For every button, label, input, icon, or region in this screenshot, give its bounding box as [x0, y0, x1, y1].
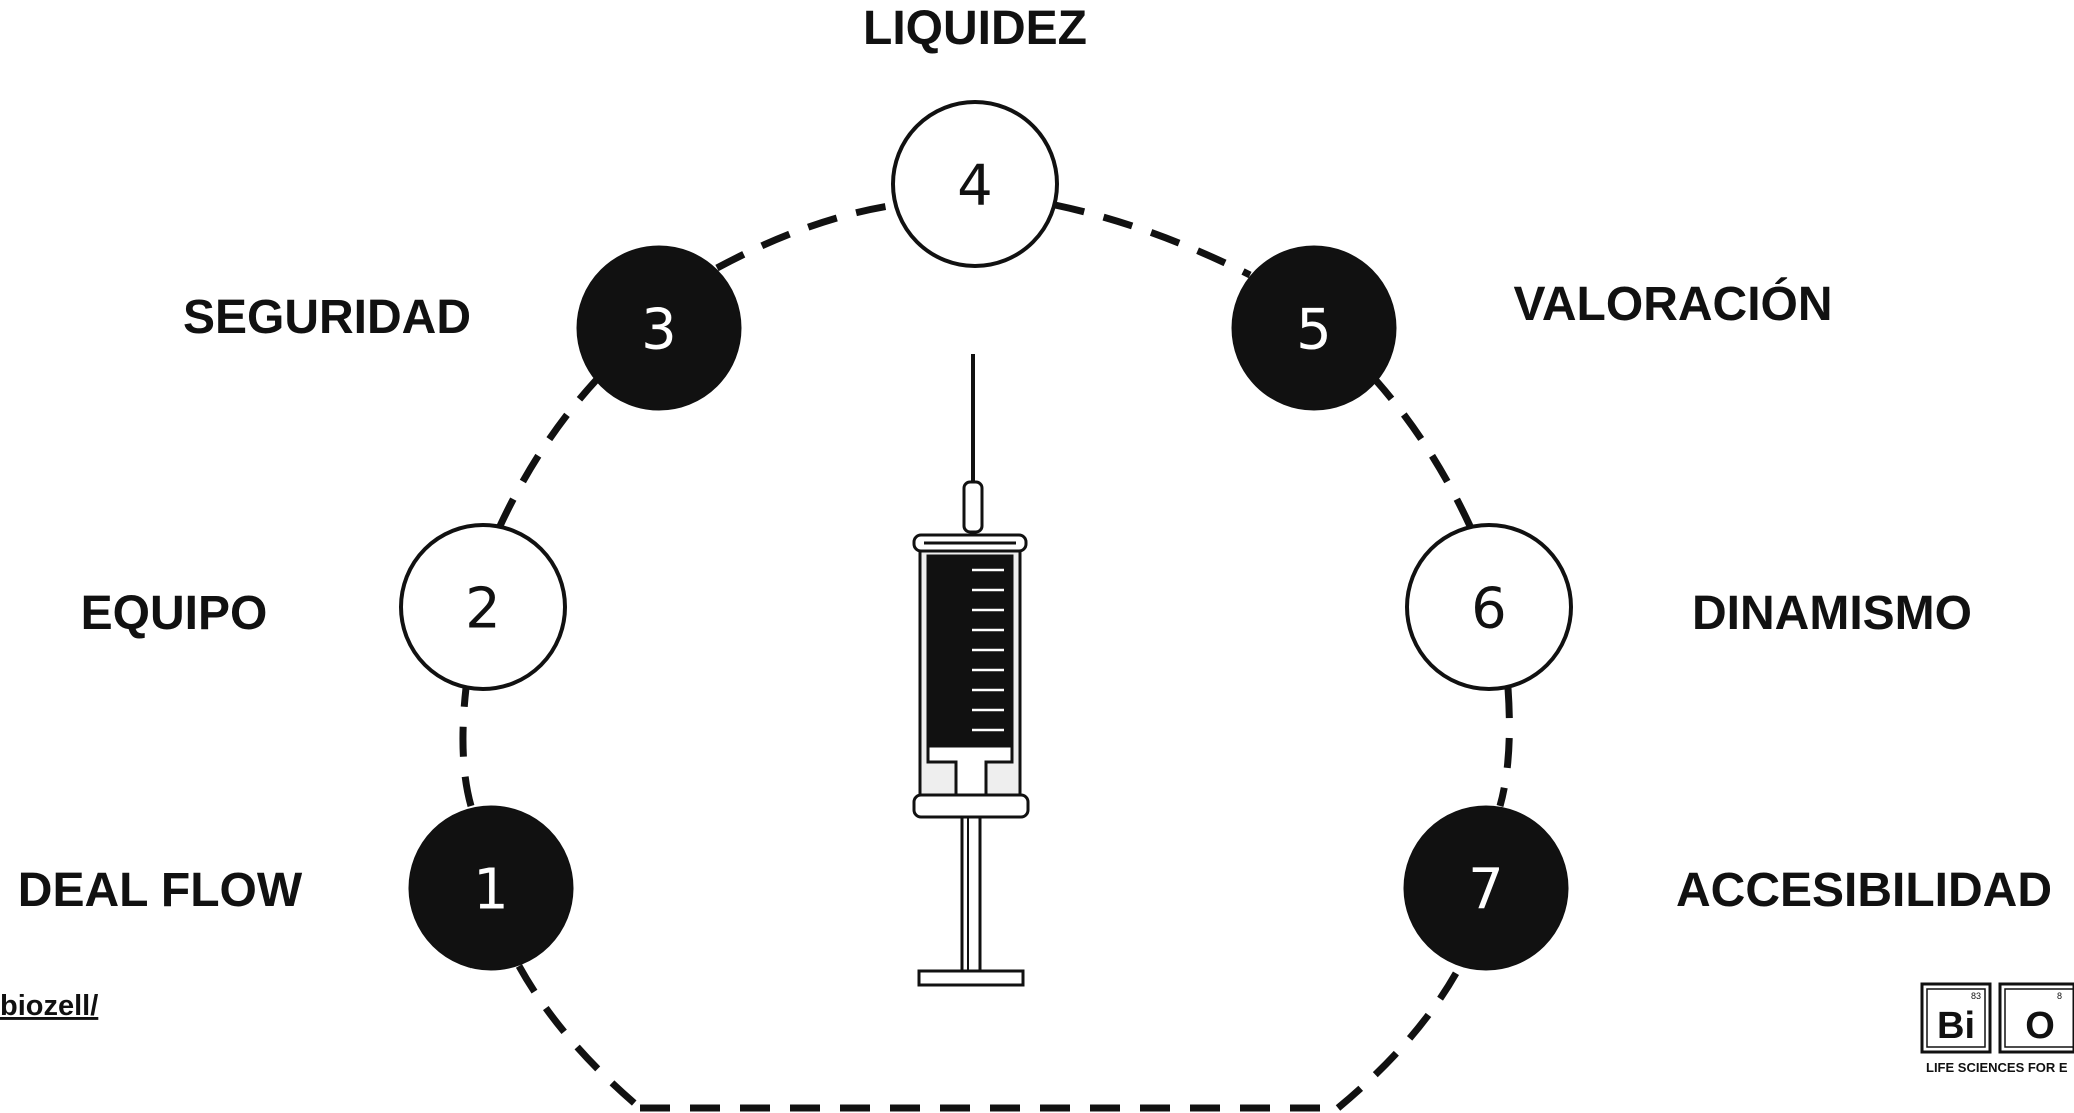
step-label-dinamismo: DINAMISMO: [1692, 587, 1972, 640]
step-circle: [1405, 523, 1573, 691]
step-node-6: 6: [1405, 523, 1573, 691]
step-node-5: 5: [1231, 245, 1397, 411]
ring-segment: [1335, 964, 1464, 1111]
step-node-3: 3: [576, 245, 742, 411]
logo-tagline: LIFE SCIENCES FOR E: [1926, 1060, 2068, 1075]
step-circle: [408, 805, 574, 971]
step-circle: [1231, 245, 1397, 411]
step-label-equipo: EQUIPO: [81, 587, 268, 640]
ring-segment: [715, 201, 896, 272]
step-number: 2: [465, 577, 501, 642]
ring-segment: [459, 687, 475, 807]
company-logo: 83 Bi 8 O LIFE SCIENCES FOR E: [1920, 982, 2074, 1075]
syringe-icon: [912, 354, 1030, 987]
ring-segment: [515, 964, 643, 1111]
ring-segment: [1496, 687, 1513, 807]
logo-symbol: Bi: [1937, 1005, 1975, 1047]
dashed-connector-ring: [459, 201, 1513, 1112]
step-number: 7: [1468, 858, 1504, 923]
step-label-seguridad: SEGURIDAD: [183, 291, 471, 344]
step-label-deal-flow: DEAL FLOW: [18, 864, 303, 917]
step-label-accesibilidad: ACCESIBILIDAD: [1676, 864, 2052, 917]
step-label-liquidez: LIQUIDEZ: [863, 2, 1087, 55]
step-number: 4: [957, 154, 993, 219]
footer-link[interactable]: biozell/: [0, 990, 98, 1022]
step-number: 6: [1471, 577, 1507, 642]
step-node-2: 2: [399, 523, 567, 691]
step-circle: [891, 100, 1059, 268]
step-circle: [576, 245, 742, 411]
step-number: 3: [641, 298, 677, 363]
step-circle: [399, 523, 567, 691]
step-circle: [1403, 805, 1569, 971]
step-number: 5: [1296, 298, 1332, 363]
logo-symbol: O: [2025, 1005, 2055, 1047]
step-label-valoracion: VALORACIÓN: [1513, 276, 1832, 331]
ring-segment: [1054, 201, 1252, 279]
ring-segment: [496, 373, 603, 528]
step-node-4: 4: [891, 100, 1059, 268]
step-node-1: 1: [408, 805, 574, 971]
logo-atomic-number: 83: [1971, 991, 1981, 1001]
step-nodes: 1 2 3 4 5 6 7: [399, 100, 1573, 971]
logo-atomic-number: 8: [2057, 991, 2062, 1001]
step-node-7: 7: [1403, 805, 1569, 971]
step-number: 1: [473, 858, 509, 923]
ring-segment: [1369, 373, 1474, 528]
